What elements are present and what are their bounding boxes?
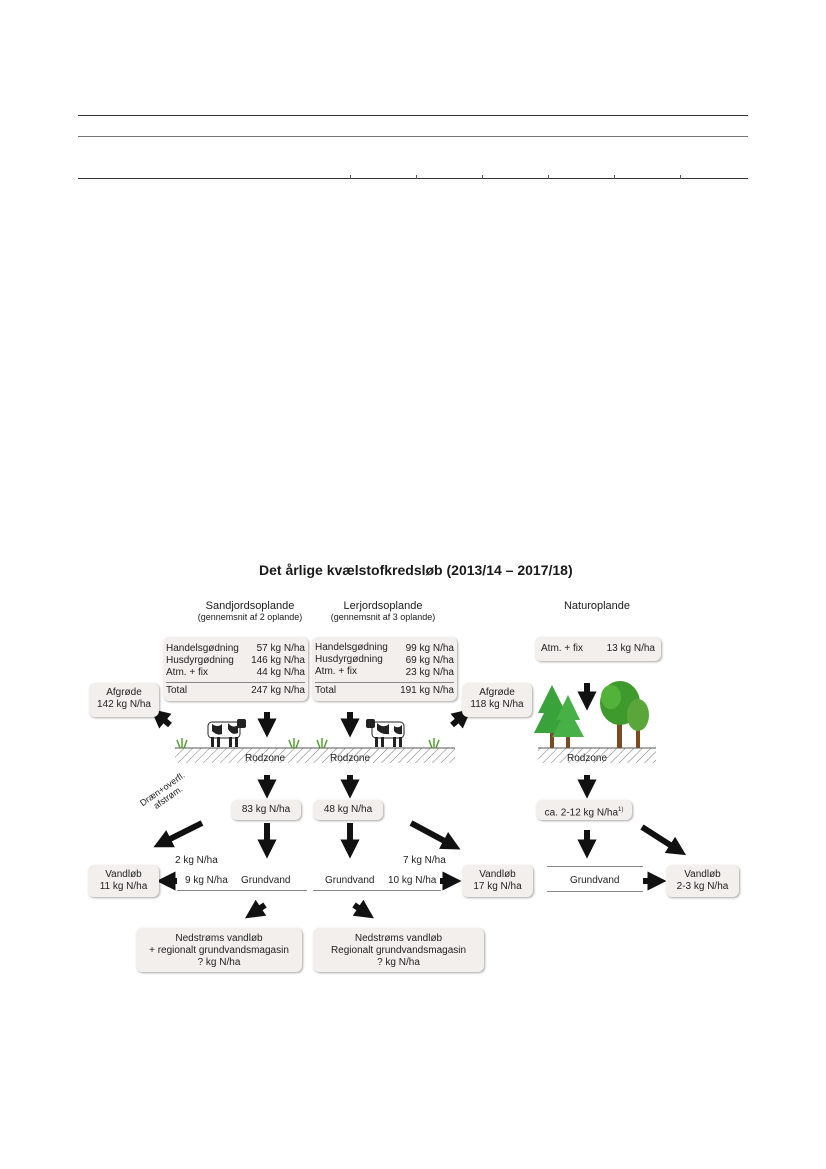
clay-gw-line — [313, 890, 441, 891]
clay-subheading: (gennemsnit af 3 oplande) — [330, 612, 436, 622]
nitrogen-cycle-diagram: Det årlige kvælstofkredsløb (2013/14 – 2… — [80, 555, 750, 985]
downstream-line-1: Nedstrøms vandløb — [175, 933, 263, 944]
table-column-tick — [548, 175, 549, 179]
sand-heading-text: Sandjordsoplande — [205, 600, 295, 612]
sand-downstream-box: Nedstrøms vandløb + regionalt grundvands… — [136, 928, 302, 972]
table-column-tick — [416, 175, 417, 179]
sand-catchment-heading: Sandjordsoplande (gennemsnit af 2 opland… — [180, 600, 320, 622]
input-value: 23 kg N/ha — [405, 667, 454, 678]
footnote-marker: 1) — [618, 807, 624, 813]
arrow-to-crop-sand — [150, 708, 172, 729]
table-column-tick — [680, 175, 681, 179]
total-label: Total — [315, 685, 337, 696]
downstream-line-2: Regionalt grundvandsmagasin — [330, 945, 467, 956]
downstream-line-1: Nedstrøms vandløb — [354, 933, 443, 944]
sand-drain-value: 2 kg N/ha — [175, 855, 218, 866]
clay-drain-value: 7 kg N/ha — [403, 855, 446, 866]
arrow-drain-sand — [153, 820, 204, 848]
sand-crop-box: Afgrøde 142 kg N/ha — [89, 683, 159, 717]
rootzone-label: Rodzone — [567, 753, 608, 764]
crop-value: 142 kg N/ha — [97, 699, 151, 710]
arrows — [150, 683, 687, 919]
leach-value: ca. 2-12 kg N/ha — [544, 807, 619, 819]
input-label: Handelsgødning — [315, 642, 388, 653]
stream-value: 2-3 kg N/ha — [676, 881, 729, 892]
rootzone-label: Rodzone — [245, 753, 286, 764]
table-column-tick — [482, 175, 483, 179]
nature-catchment-heading: Naturoplande — [563, 600, 631, 612]
stream-label: Vandløb — [479, 869, 516, 880]
nature-inputs-box: Atm. + fix 13 kg N/ha — [535, 637, 661, 661]
clay-gw-label: Grundvand — [325, 875, 375, 886]
nature-gw-line — [547, 866, 643, 867]
nature-gw-line — [547, 891, 643, 892]
input-label: Handelsgødning — [166, 643, 239, 654]
input-label: Atm. + fix — [166, 667, 208, 678]
input-value: 57 kg N/ha — [256, 643, 305, 654]
leach-value: 48 kg N/ha — [323, 804, 373, 815]
input-value: 44 kg N/ha — [256, 667, 305, 678]
sand-gw-value: 9 kg N/ha — [185, 875, 228, 886]
input-label: Atm. + fix — [315, 666, 357, 677]
nature-leach-box: ca. 2-12 kg N/ha1) — [536, 800, 632, 820]
arrow-downstream-clay — [352, 899, 374, 919]
clay-heading-text: Lerjordsoplande — [343, 600, 423, 612]
arrow-stream-nature — [640, 824, 687, 856]
table-column-tick — [614, 175, 615, 179]
total-value: 191 kg N/ha — [400, 685, 454, 696]
input-value: 13 kg N/ha — [606, 643, 655, 654]
arrow-drain-clay — [409, 820, 461, 850]
sand-gw-label: Grundvand — [241, 875, 291, 886]
conifer-tree-icon — [534, 685, 584, 748]
nature-gw-label: Grundvand — [570, 875, 620, 886]
downstream-line-2: + regionalt grundvandsmagasin — [149, 945, 289, 956]
clay-leach-box: 48 kg N/ha — [313, 800, 383, 820]
input-value: 146 kg N/ha — [251, 655, 305, 666]
leach-value: 83 kg N/ha — [241, 804, 291, 815]
clay-catchment-heading: Lerjordsoplande (gennemsnit af 3 oplande… — [313, 600, 453, 622]
deciduous-tree-icon — [600, 681, 649, 748]
clay-crop-box: Afgrøde 118 kg N/ha — [462, 683, 532, 717]
downstream-line-3: ? kg N/ha — [377, 957, 420, 968]
sand-stream-box: Vandløb 11 kg N/ha — [88, 865, 159, 897]
sand-subheading: (gennemsnit af 2 oplande) — [197, 612, 303, 622]
arrow-downstream-sand — [245, 899, 267, 919]
grass-icon — [176, 738, 440, 749]
clay-downstream-box: Nedstrøms vandløb Regionalt grundvandsma… — [313, 928, 484, 972]
total-value: 247 kg N/ha — [251, 685, 305, 696]
downstream-line-3: ? kg N/ha — [197, 957, 241, 968]
table-header-rule — [78, 136, 748, 137]
sand-leach-box: 83 kg N/ha — [231, 800, 301, 820]
diagram-graphics — [150, 681, 687, 919]
stream-label: Vandløb — [684, 869, 721, 880]
cow-icon — [366, 719, 405, 747]
crop-label: Afgrøde — [479, 687, 515, 698]
crop-label: Afgrøde — [106, 687, 142, 698]
cow-icon — [207, 719, 246, 747]
nature-stream-box: Vandløb 2-3 kg N/ha — [666, 865, 739, 897]
input-label: Husdyrgødning — [166, 655, 234, 666]
input-label: Husdyrgødning — [315, 654, 383, 665]
clay-gw-value: 10 kg N/ha — [388, 875, 437, 886]
stream-value: 17 kg N/ha — [473, 881, 522, 892]
sand-inputs-box: Handelsgødning 57 kg N/ha Husdyrgødning … — [163, 637, 308, 701]
total-label: Total — [166, 685, 188, 696]
total-divider — [315, 682, 454, 683]
clay-stream-box: Vandløb 17 kg N/ha — [462, 865, 533, 897]
stream-label: Vandløb — [105, 869, 142, 880]
table-top-rule — [78, 115, 748, 116]
arrow-to-crop-clay — [450, 708, 472, 729]
diagram-title: Det årlige kvælstofkredsløb (2013/14 – 2… — [259, 562, 573, 578]
clay-inputs-box: Handelsgødning 99 kg N/ha Husdyrgødning … — [312, 637, 457, 701]
input-value: 69 kg N/ha — [405, 655, 454, 666]
table-column-tick — [350, 175, 351, 179]
sand-gw-line — [177, 890, 307, 891]
table-bottom-rule — [78, 178, 748, 179]
total-divider — [166, 682, 305, 683]
rootzone-label: Rodzone — [330, 753, 371, 764]
crop-value: 118 kg N/ha — [470, 699, 524, 710]
stream-value: 11 kg N/ha — [99, 881, 148, 892]
input-label: Atm. + fix — [541, 643, 583, 654]
input-value: 99 kg N/ha — [405, 643, 454, 654]
